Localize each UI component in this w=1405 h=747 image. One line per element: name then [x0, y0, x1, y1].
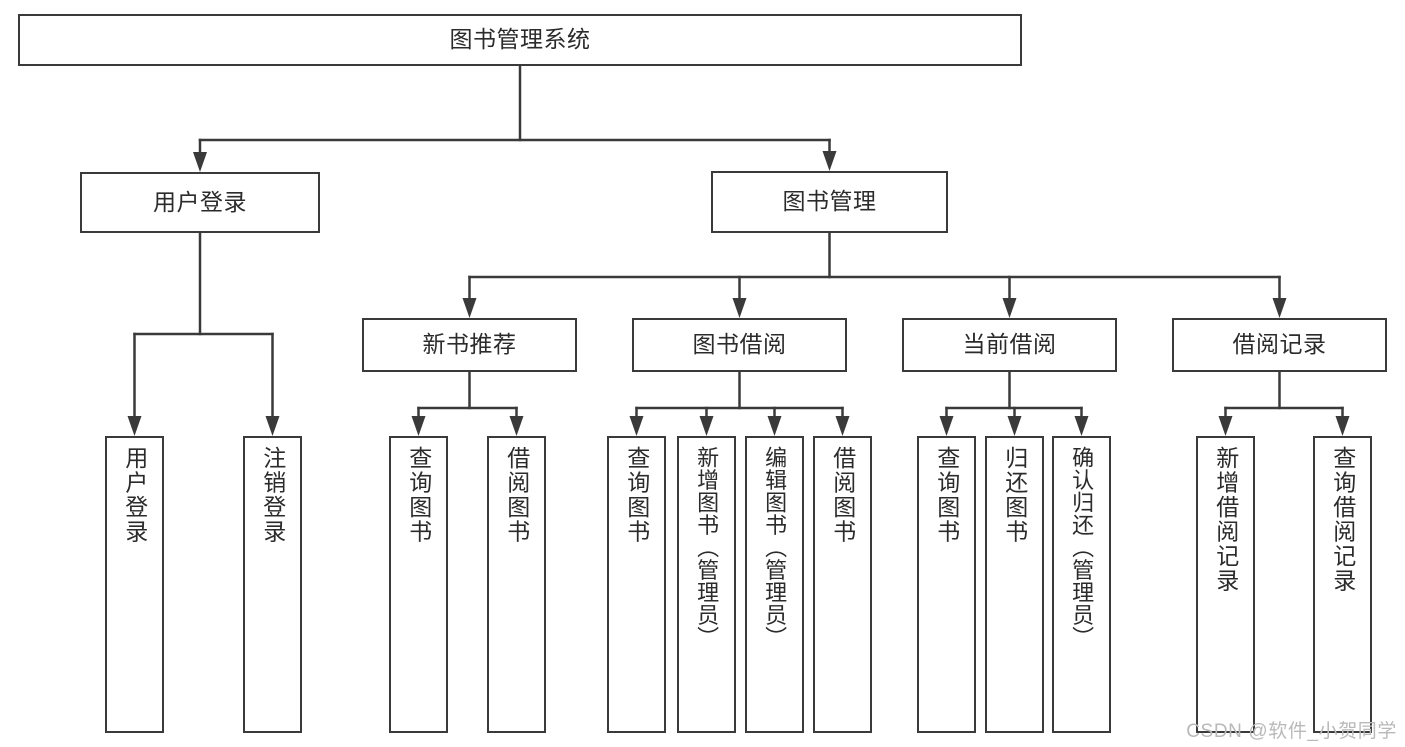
node-label: 用户登录: [153, 188, 247, 215]
node-label: 借阅记录: [1232, 331, 1327, 358]
node-label: 编辑图书（管理员）: [762, 446, 788, 649]
node-label: 新增借阅记录: [1212, 446, 1239, 593]
arrowhead-icon: [822, 151, 837, 171]
node-label: 归还图书: [1001, 446, 1028, 544]
node-label: 图书借阅: [692, 331, 787, 358]
arrowhead-icon: [1074, 416, 1089, 436]
node-leaf-cb-return[interactable]: 归还图书: [985, 436, 1044, 733]
node-book-borrow[interactable]: 图书借阅: [632, 318, 847, 372]
arrowhead-icon: [835, 416, 850, 436]
node-new-book-rec[interactable]: 新书推荐: [362, 318, 577, 372]
node-label: 用户登录: [121, 446, 148, 544]
node-leaf-br-add[interactable]: 新增借阅记录: [1196, 436, 1255, 733]
node-leaf-rec-query[interactable]: 查询图书: [389, 436, 448, 733]
node-leaf-bb-edit[interactable]: 编辑图书（管理员）: [745, 436, 804, 733]
node-borrow-record[interactable]: 借阅记录: [1172, 318, 1387, 372]
arrowhead-icon: [1272, 298, 1287, 318]
node-label: 图书管理: [782, 188, 877, 215]
node-label: 借阅图书: [829, 446, 856, 544]
node-label: 确认归还（管理员）: [1069, 446, 1095, 649]
node-label: 新增图书（管理员）: [694, 446, 720, 649]
node-label: 查询图书: [933, 446, 960, 544]
node-current-borrow[interactable]: 当前借阅: [902, 318, 1117, 372]
node-leaf-user-login[interactable]: 用户登录: [105, 436, 164, 733]
node-label: 注销登录: [259, 446, 286, 544]
arrowhead-icon: [1007, 416, 1022, 436]
node-root[interactable]: 图书管理系统: [18, 14, 1022, 66]
arrowhead-icon: [127, 416, 142, 436]
node-user-login[interactable]: 用户登录: [80, 172, 320, 233]
node-leaf-user-logout[interactable]: 注销登录: [243, 436, 302, 733]
node-label: 图书管理系统: [449, 26, 591, 53]
node-label: 借阅图书: [503, 446, 530, 544]
arrowhead-icon: [265, 416, 280, 436]
node-label: 查询图书: [623, 446, 650, 544]
node-leaf-bb-borrow[interactable]: 借阅图书: [813, 436, 872, 733]
node-leaf-bb-query[interactable]: 查询图书: [607, 436, 666, 733]
arrowhead-icon: [411, 416, 426, 436]
node-label: 查询图书: [405, 446, 432, 544]
node-leaf-rec-borrow[interactable]: 借阅图书: [487, 436, 546, 733]
node-book-manage[interactable]: 图书管理: [711, 171, 948, 233]
node-label: 当前借阅: [962, 331, 1057, 358]
node-leaf-bb-add[interactable]: 新增图书（管理员）: [677, 436, 736, 733]
arrowhead-icon: [939, 416, 954, 436]
node-label: 查询借阅记录: [1329, 446, 1356, 593]
arrowhead-icon: [629, 416, 644, 436]
arrowhead-icon: [699, 416, 714, 436]
arrowhead-icon: [462, 298, 477, 318]
arrowhead-icon: [767, 416, 782, 436]
node-leaf-cb-confirm[interactable]: 确认归还（管理员）: [1052, 436, 1111, 733]
node-label: 新书推荐: [422, 331, 517, 358]
arrowhead-icon: [1002, 298, 1017, 318]
arrowhead-icon: [509, 416, 524, 436]
arrowhead-icon: [193, 152, 207, 172]
node-leaf-cb-query[interactable]: 查询图书: [917, 436, 976, 733]
arrowhead-icon: [732, 298, 747, 318]
node-leaf-br-query[interactable]: 查询借阅记录: [1313, 436, 1372, 733]
arrowhead-icon: [1335, 416, 1350, 436]
arrowhead-icon: [1218, 416, 1233, 436]
